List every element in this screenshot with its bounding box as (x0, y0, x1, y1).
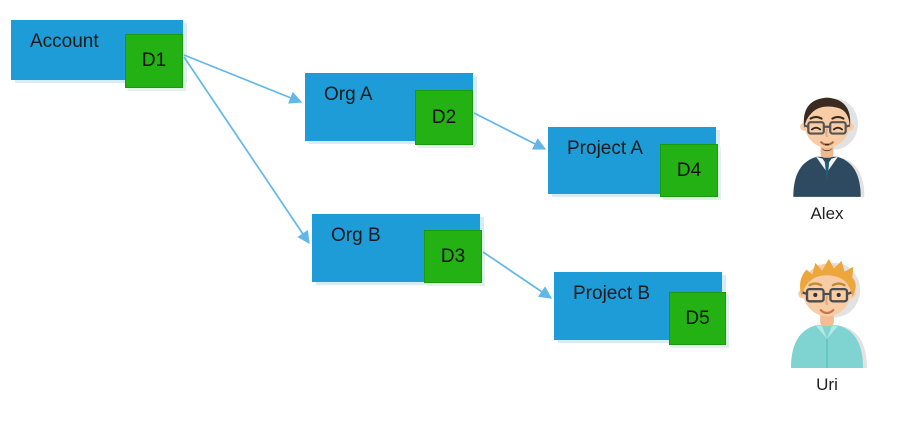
user-alex: Alex (784, 92, 870, 224)
uri-hair (800, 258, 856, 297)
alex-glasses (803, 121, 851, 135)
uri-avatar-icon (790, 258, 867, 368)
badge-d1: D1 (125, 34, 183, 88)
user-name-alex: Alex (810, 204, 844, 223)
badge-label-d2: D2 (431, 106, 457, 128)
node-project-b: Project B D5 (554, 272, 726, 345)
uri-glasses (802, 287, 852, 303)
edge-d2-to-project-a (473, 112, 547, 150)
alex-avatar-icon (793, 97, 865, 197)
badge-d5: D5 (669, 292, 726, 345)
user-uri: Uri (782, 256, 872, 395)
node-label-project-b: Project B (573, 283, 651, 304)
edge-d1-to-org-a (183, 54, 303, 104)
badge-label-d3: D3 (440, 245, 466, 267)
badge-label-d4: D4 (676, 159, 702, 181)
node-org-a: Org A D2 (305, 73, 473, 145)
badge-d4: D4 (660, 144, 718, 197)
node-label-org-a: Org A (324, 84, 373, 105)
edge-d1-to-org-b (183, 56, 310, 245)
badge-label-d5: D5 (685, 307, 710, 329)
badge-label-d1: D1 (141, 50, 167, 71)
node-label-account: Account (30, 31, 99, 52)
node-project-a: Project A D4 (548, 127, 718, 197)
alex-hair (803, 97, 851, 129)
badge-d2: D2 (415, 90, 473, 145)
badge-d3: D3 (424, 230, 482, 283)
edge-d3-to-project-b (482, 251, 553, 299)
node-org-b: Org B D3 (312, 214, 482, 283)
node-label-org-b: Org B (331, 225, 381, 246)
node-label-project-a: Project A (567, 138, 644, 159)
user-name-uri: Uri (816, 375, 838, 394)
